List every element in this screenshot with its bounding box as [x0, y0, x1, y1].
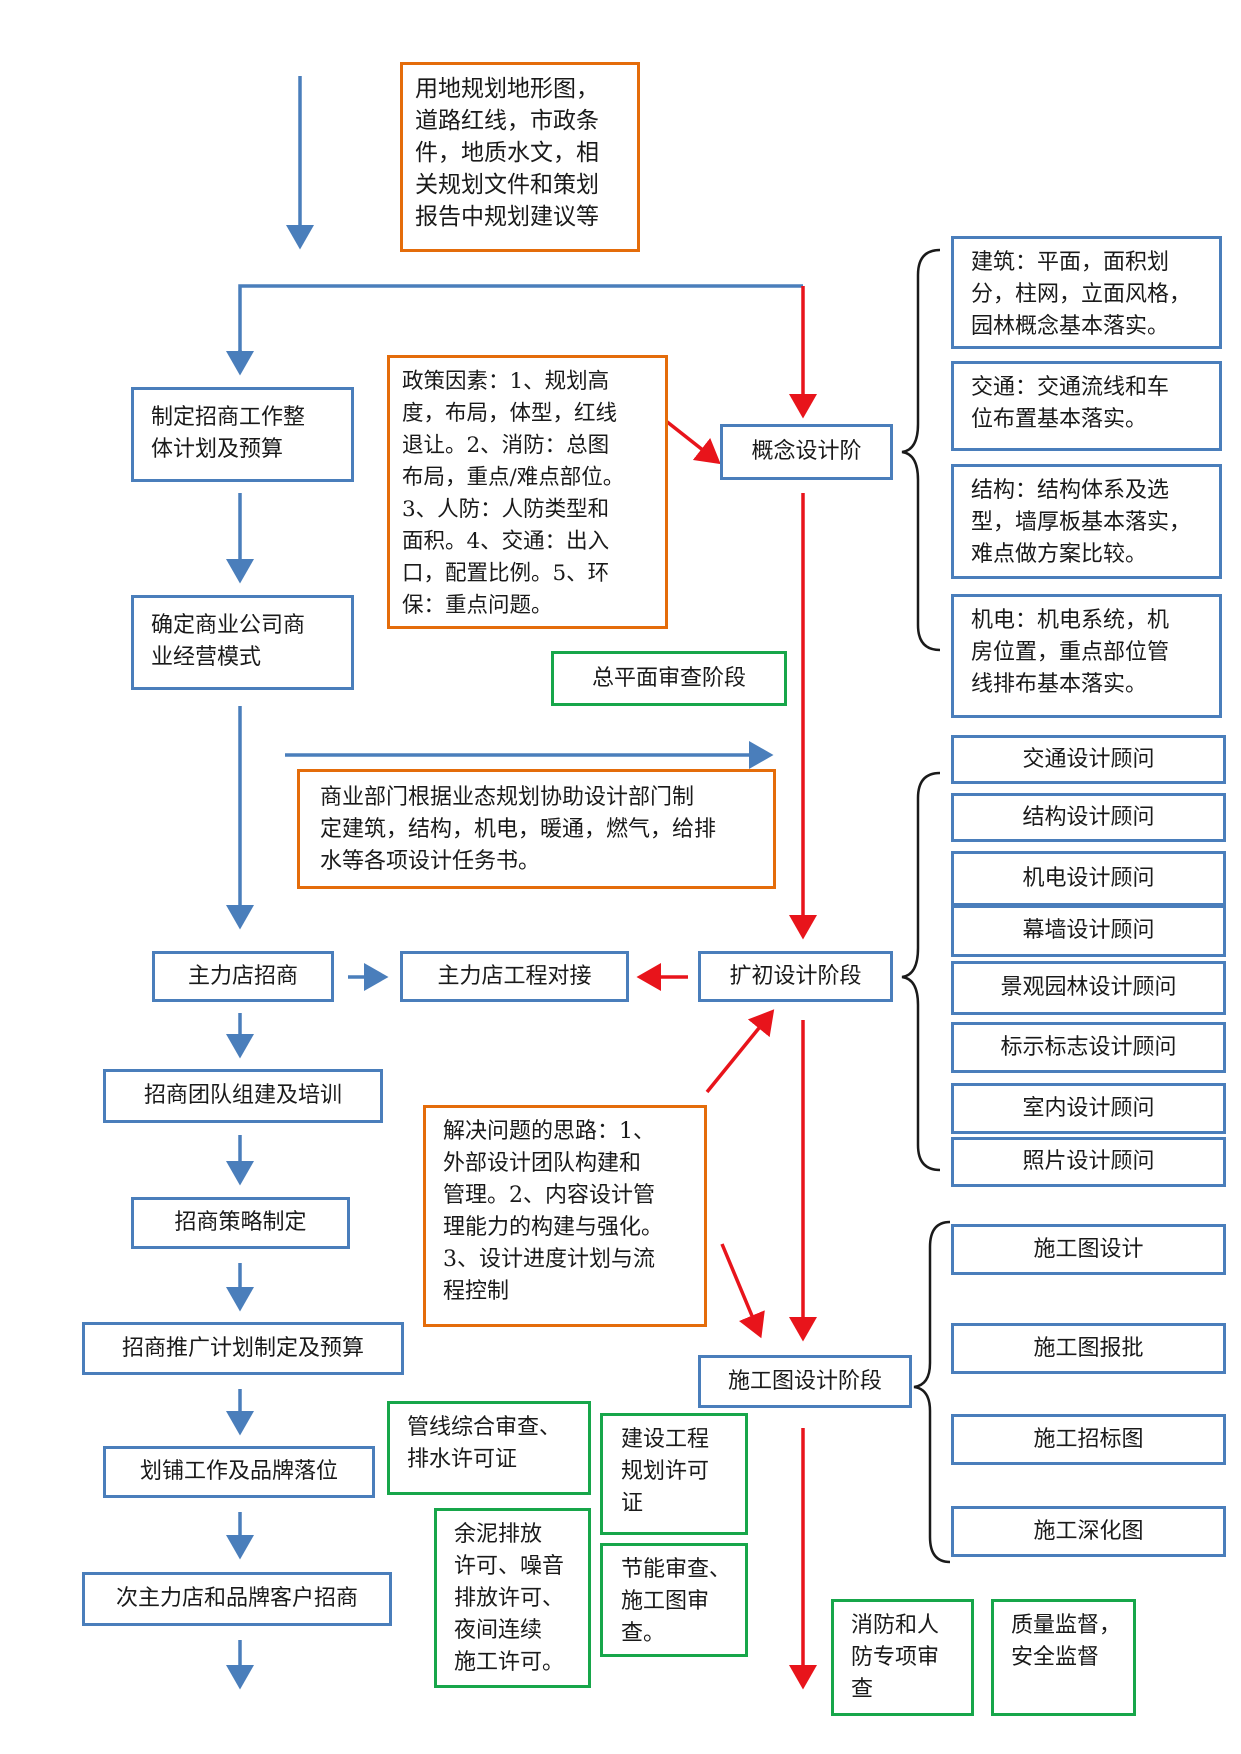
concept-detail-mep: 机电：机电系统，机 房位置，重点部位管 线排布基本落实。 — [951, 594, 1222, 718]
promo-plan-box: 招商推广计划制定及预算 — [82, 1322, 404, 1375]
biz-mode-box: 确定商业公司商 业经营模式 — [131, 595, 354, 690]
supervision-box: 质量监督， 安全监督 — [991, 1599, 1136, 1716]
fire-review-box: 消防和人 防专项审 查 — [831, 1599, 974, 1716]
anchor-eng-box: 主力店工程对接 — [400, 951, 629, 1002]
team-training-box: 招商团队组建及培训 — [103, 1069, 383, 1123]
plan-budget-box: 制定招商工作整 体计划及预算 — [131, 387, 354, 482]
sub-anchor-box: 次主力店和品牌客户招商 — [82, 1572, 392, 1626]
master-plan-review-box: 总平面审查阶段 — [551, 651, 787, 706]
anchor-leasing-box: 主力店招商 — [152, 951, 334, 1002]
brace-concept — [901, 248, 941, 652]
construction-item: 施工招标图 — [951, 1414, 1226, 1465]
arrow-solution-schematic — [705, 1009, 775, 1094]
consultant-item: 照片设计顾问 — [951, 1137, 1226, 1187]
consultant-item: 室内设计顾问 — [951, 1083, 1226, 1134]
policy-box: 政策因素：1、规划高 度，布局，体型，红线 退让。2、消防：总图 布局，重点/难… — [387, 355, 668, 629]
consultant-item: 景观园林设计顾问 — [951, 961, 1226, 1015]
construction-item: 施工图报批 — [951, 1323, 1226, 1374]
branch-line — [238, 284, 803, 371]
input-info-box: 用地规划地形图， 道路红线，市政条 件，地质水文，相 关规划文件和策划 报告中规… — [400, 62, 640, 252]
construction-item: 施工深化图 — [951, 1506, 1226, 1557]
energy-review-box: 节能审查、 施工图审 查。 — [600, 1543, 748, 1657]
concept-detail-structure: 结构：结构体系及选 型，墙厚板基本落实， 难点做方案比较。 — [951, 464, 1222, 579]
concept-detail-traffic: 交通：交通流线和车 位布置基本落实。 — [951, 361, 1222, 451]
design-brief-box: 商业部门根据业态规划协助设计部门制 定建筑，结构，机电，暖通，燃气，给排 水等各… — [297, 769, 776, 889]
schematic-stage-box: 扩初设计阶段 — [698, 951, 893, 1002]
consultant-item: 交通设计顾问 — [951, 735, 1226, 784]
solution-box: 解决问题的思路：1、 外部设计团队构建和 管理。2、内容设计管 理能力的构建与强… — [423, 1105, 707, 1327]
arrow-policy-concept — [664, 419, 721, 465]
construction-drawing-stage-box: 施工图设计阶段 — [698, 1355, 912, 1408]
brace-construction — [913, 1220, 951, 1564]
arrow-solution-construction — [720, 1243, 765, 1339]
zoning-box: 划铺工作及品牌落位 — [103, 1446, 375, 1498]
pipeline-review-box: 管线综合审查、 排水许可证 — [387, 1401, 591, 1495]
concept-detail-architecture: 建筑：平面，面积划 分，柱网，立面风格， 园林概念基本落实。 — [951, 236, 1222, 349]
planning-permit-box: 建设工程 规划许可 证 — [600, 1413, 748, 1535]
consultant-item: 结构设计顾问 — [951, 793, 1226, 842]
consultant-item: 幕墙设计顾问 — [951, 905, 1226, 957]
strategy-box: 招商策略制定 — [131, 1197, 350, 1249]
mud-permit-box: 余泥排放 许可、噪音 排放许可、 夜间连续 施工许可。 — [434, 1508, 591, 1688]
consultant-item: 标示标志设计顾问 — [951, 1022, 1226, 1073]
concept-stage-box: 概念设计阶 — [720, 424, 893, 480]
consultant-item: 机电设计顾问 — [951, 851, 1226, 906]
brace-schematic — [901, 771, 941, 1172]
construction-item: 施工图设计 — [951, 1224, 1226, 1275]
